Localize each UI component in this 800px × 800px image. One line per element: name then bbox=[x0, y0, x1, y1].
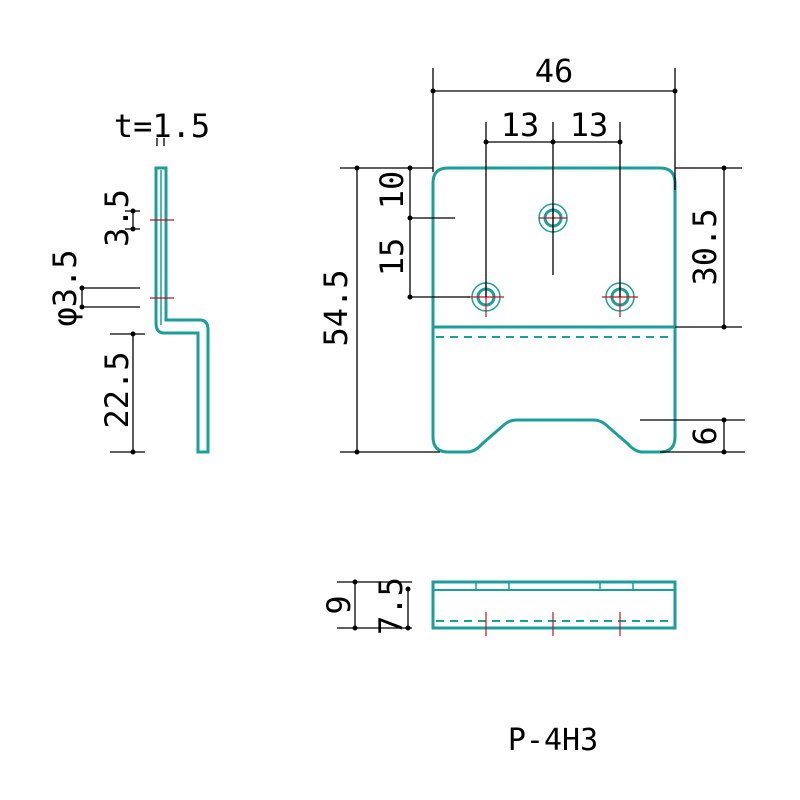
dim-fold: 30.5 bbox=[686, 208, 724, 285]
part-number: P-4H3 bbox=[508, 723, 598, 758]
dim-pitch-left: 13 bbox=[501, 106, 540, 144]
front-view: 46 13 13 54.5 10 15 30.5 6 bbox=[317, 52, 745, 455]
dim-height: 54.5 bbox=[317, 269, 355, 346]
dim-top-hole: 10 bbox=[373, 171, 411, 210]
dim-bottom-height: 9 bbox=[320, 595, 358, 614]
dim-bottom-inner: 7.5 bbox=[372, 577, 410, 635]
dim-notch: 6 bbox=[686, 426, 724, 445]
bottom-view: 9 7.5 bbox=[320, 577, 677, 636]
dim-hole-offset: 3.5 bbox=[98, 189, 136, 247]
dim-pitch-right: 13 bbox=[570, 106, 609, 144]
thickness-label: t=1.5 bbox=[114, 107, 210, 145]
dim-hole-diameter: φ3.5 bbox=[46, 249, 84, 326]
side-view: t=1.5 3.5 φ3.5 22.5 bbox=[46, 107, 210, 455]
dim-lower-length: 22.5 bbox=[98, 351, 136, 428]
dim-hole-spacing: 15 bbox=[373, 238, 411, 277]
dim-width: 46 bbox=[535, 52, 574, 90]
